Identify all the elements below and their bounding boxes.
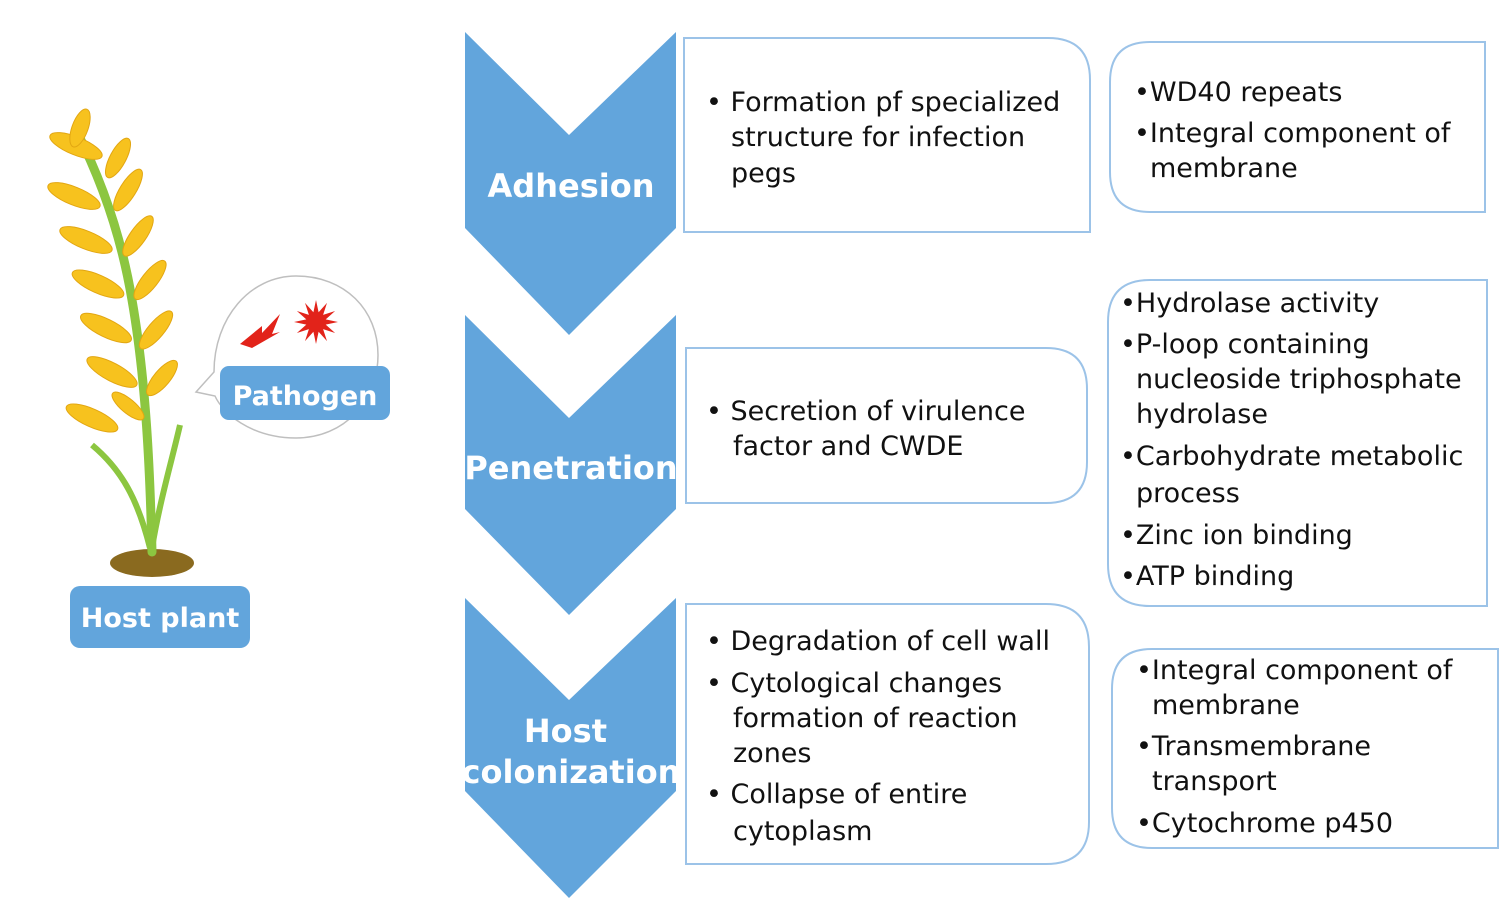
grain — [47, 182, 101, 210]
penetration-label: Penetration — [464, 449, 677, 487]
adhesion-description-box — [683, 37, 1091, 233]
colonization-description-box — [685, 603, 1090, 865]
penetration-go-terms: •Hydrolase activity •P-loop containing n… — [1120, 288, 1472, 592]
adhesion-chevron — [465, 32, 676, 335]
grain — [65, 403, 119, 433]
penetration-description: • Secretion of virulence factor and CWDE — [706, 396, 1034, 462]
rice-plant-icon — [47, 108, 194, 577]
adhesion-go-box — [1109, 41, 1486, 213]
rice-grains — [47, 108, 178, 433]
soil-mound — [110, 549, 194, 577]
grain — [69, 108, 91, 148]
colonization-label: Host colonization — [462, 712, 681, 791]
host-plant-tag — [70, 586, 250, 648]
pathogen-label: Pathogen — [233, 381, 378, 412]
virus-icon — [294, 300, 338, 344]
host-plant-label: Host plant — [81, 603, 240, 634]
grain — [104, 137, 132, 179]
colonization-go-terms: •Integral component of membrane •Transme… — [1136, 655, 1461, 839]
colonization-chevron — [465, 598, 676, 898]
grain — [122, 215, 154, 257]
penetration-go-box — [1107, 279, 1488, 607]
colonization-description: • Degradation of cell wall • Cytological… — [706, 626, 1059, 847]
grain — [71, 269, 125, 299]
grain — [138, 310, 174, 350]
colonization-go-box — [1111, 648, 1499, 849]
plant-stem — [71, 125, 157, 557]
grain — [111, 391, 145, 421]
penetration-description-box — [685, 347, 1088, 504]
penetration-chevron — [465, 315, 676, 615]
grain — [133, 259, 167, 301]
spore-icon — [240, 314, 280, 348]
lower-leaf-right — [149, 424, 183, 549]
grain — [59, 226, 113, 254]
pathogen-tag — [220, 366, 390, 420]
grain — [86, 356, 138, 388]
adhesion-go-terms: •WD40 repeats •Integral component of mem… — [1134, 77, 1459, 184]
adhesion-description: • Formation pf specialized structure for… — [706, 87, 1069, 189]
grain — [80, 312, 132, 344]
grain — [146, 359, 178, 397]
grain — [113, 168, 143, 212]
lower-leaf-left — [90, 442, 153, 549]
adhesion-label: Adhesion — [488, 167, 655, 205]
